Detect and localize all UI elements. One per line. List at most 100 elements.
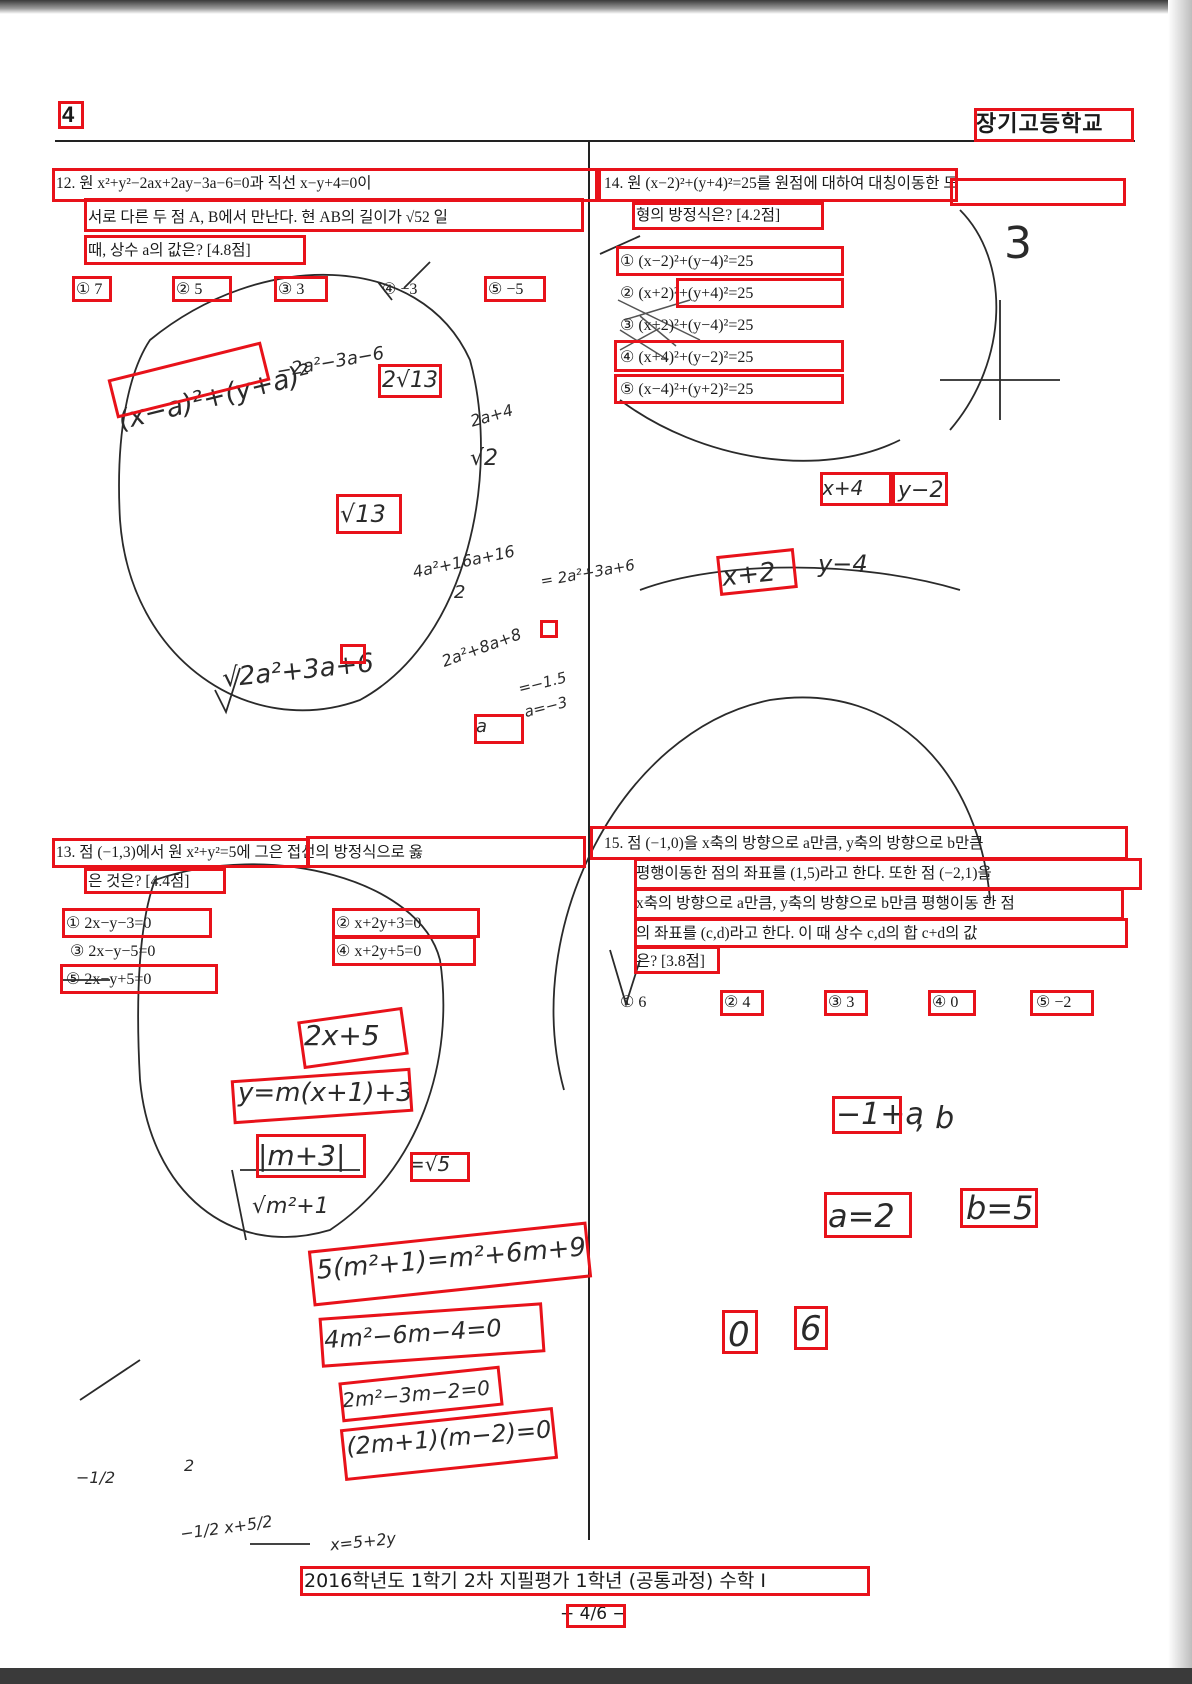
q12-hand-6: √13 [340,500,386,528]
q15-option-2: ② 4 [724,994,751,1011]
annotation-box [722,1310,758,1354]
page-indicator: − 4/6 − [560,1604,627,1624]
q15-option-5: ⑤ −2 [1036,994,1072,1011]
annotation-box [716,548,798,596]
q14-hand-2: x+4 [822,476,864,500]
q13-option-1: ① 2x−y−3=0 [66,915,152,932]
q14-line1: 14. 원 (x−2)²+(y+4)²=25를 원점에 대하여 대칭이동한 도 [604,175,958,192]
column-divider [588,140,590,1540]
annotation-box [1030,990,1094,1016]
annotation-box [84,235,306,265]
annotation-box [614,340,844,372]
annotation-box [378,364,442,398]
annotation-box [614,374,844,404]
q13-option-2: ② x+2y+3=0 [336,915,422,932]
q13-hand-5: =√5 [408,1152,451,1176]
annotation-box [892,472,948,506]
q12-option-5: ⑤ −5 [488,281,524,298]
q13-hand-4: √m²+1 [252,1194,329,1219]
page-number: 4 [62,102,75,127]
annotation-box [974,108,1134,142]
exam-title: 2016학년도 1학기 2차 지필평가 1학년 (공통과정) 수학 Ⅰ [304,1570,766,1592]
annotation-box [634,888,1124,920]
annotation-box [58,101,84,129]
q15-hand-2: , b [916,1101,955,1136]
q12-hand-14: a [476,716,488,737]
q13-hand-10: −1/2 [76,1468,116,1487]
q14-hand-1: 3 [1004,218,1032,269]
scan-right-edge [1168,0,1192,1684]
q15-hand-6: 6 [800,1309,822,1349]
annotation-box [84,198,584,232]
q14-option-5: ⑤ (x−4)²+(y+2)²=25 [620,381,754,398]
q14-hand-5: y−4 [818,550,868,578]
q15-line1: 15. 점 (−1,0)을 x축의 방향으로 a만큼, y축의 방향으로 b만큼 [604,835,984,852]
q14-option-2: ② (x+2)²+(y+4)²=25 [620,285,754,302]
q15-hand-3: a=2 [828,1197,895,1235]
q14-line2: 형의 방정식은? [4.2점] [636,207,781,224]
annotation-box [598,168,958,202]
q12-option-2: ② 5 [176,281,203,298]
q14-option-1: ① (x−2)²+(y−4)²=25 [620,253,754,270]
q12-hand-8: 2 [454,582,466,603]
annotation-box [632,202,824,230]
q14-option-3: ③ (x+2)²+(y−4)²=25 [620,317,754,334]
q12-line3: 때, 상수 a의 값은? [4.8점] [88,242,251,259]
annotation-box [62,908,212,938]
q12-line1: 12. 원 x²+y²−2ax+2ay−3a−6=0과 직선 x−y+4=0이 [56,175,372,192]
q13-hand-1: 2x+5 [304,1019,380,1052]
annotation-box [794,1306,828,1350]
q15-line2: 평행이동한 점의 좌표를 (1,5)라고 한다. 또한 점 (−2,1)을 [636,865,992,882]
q12-option-1: ① 7 [76,281,103,298]
annotation-box [616,246,844,276]
annotation-box [274,276,328,302]
annotation-box [72,276,112,302]
annotation-box [474,714,524,744]
q13-hand-3: |m+3| [258,1139,346,1172]
annotation-box [256,1134,366,1178]
annotation-box [306,836,586,868]
annotation-box [634,858,1142,890]
annotation-box [634,918,1128,948]
q13-hand-2: y=m(x+1)+3 [238,1078,413,1108]
q15-option-3: ③ 3 [828,994,855,1011]
annotation-box [540,620,558,638]
annotation-box [590,826,1128,860]
annotation-box [634,946,720,974]
annotation-box [300,1566,870,1596]
annotation-box [484,276,546,302]
school-name: 장기고등학교 [976,112,1104,137]
annotation-box [172,276,232,302]
annotation-box [410,1152,470,1182]
q12-hand-5: √2 [470,446,499,471]
q12-option-3: ③ 3 [278,281,305,298]
q15-option-1: ① 6 [620,994,647,1011]
annotation-box [950,178,1126,206]
annotation-box [832,1096,902,1134]
annotation-box [52,168,598,202]
q13-line1: 13. 점 (−1,3)에서 원 x²+y²=5에 그은 접선의 방정식으로 옳 [56,844,424,861]
annotation-box [824,1192,912,1238]
q15-hand-1: −1+a [836,1097,924,1132]
annotation-box [340,644,366,664]
q12-line2: 서로 다른 두 점 A, B에서 만난다. 현 AB의 길이가 √52 일 [88,209,448,226]
annotation-box [332,908,480,938]
annotation-box [566,1604,626,1628]
q13-option-3: ③ 2x−y−5=0 [70,943,156,960]
annotation-box [60,964,218,994]
q12-hand-3: 2√13 [382,368,439,393]
annotation-box [336,494,402,534]
annotation-box [960,1188,1038,1228]
annotation-box [820,472,892,506]
annotation-box [52,838,310,868]
q13-option-4: ④ x+2y+5=0 [336,943,422,960]
annotation-box [928,990,976,1016]
q15-line4: 의 좌표를 (c,d)라고 한다. 이 때 상수 c,d의 합 c+d의 값 [636,925,978,942]
annotation-box [676,278,844,308]
annotation-box [84,868,226,894]
scan-top-edge [0,0,1192,14]
q14-option-4: ④ (x+4)²+(y−2)²=25 [620,349,754,366]
annotation-box [720,990,764,1016]
q13-hand-11: 2 [184,1456,195,1475]
